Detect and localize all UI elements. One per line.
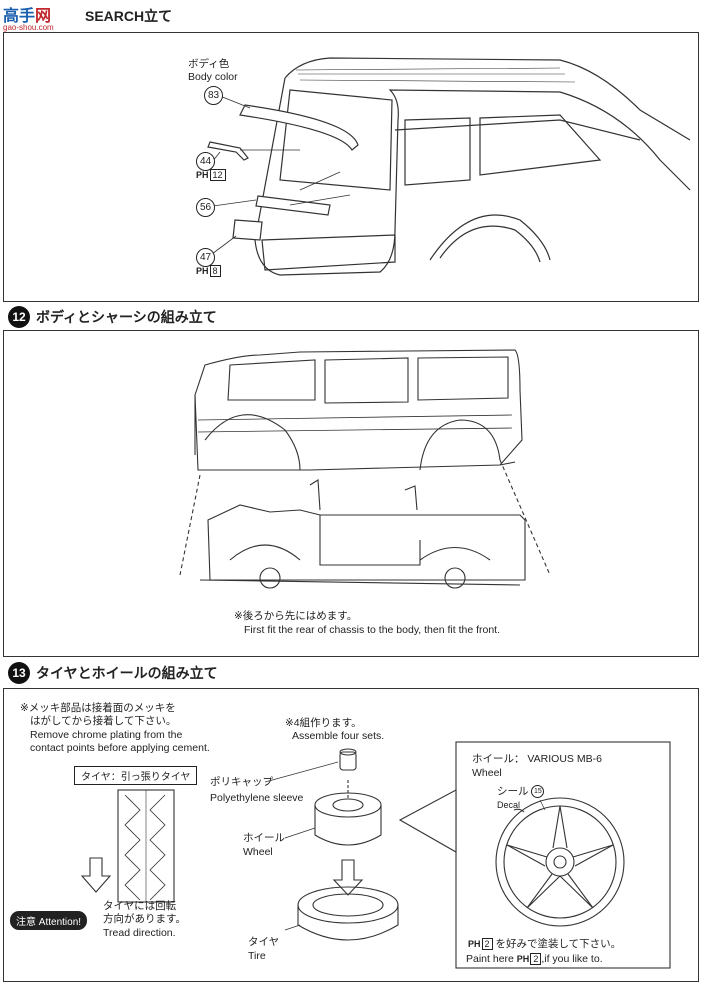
tire-label-jp: タイヤ [248, 936, 280, 948]
step13-number: 13 [8, 662, 30, 684]
panel-body-chassis [3, 330, 699, 657]
watermark-brand: 高手 [3, 8, 36, 25]
body-color-label-jp: ボディ色 [188, 58, 230, 70]
polycap-label-en: Polyethylene sleeve [210, 792, 304, 804]
step12-number: 12 [8, 306, 30, 328]
tire-label-en: Tire [248, 950, 266, 962]
ph-label: PH [196, 170, 209, 180]
sets-note-en: Assemble four sets. [292, 730, 385, 742]
part-47-callout: 47 [196, 248, 215, 267]
detail-wheel-jp: ホイール： [472, 753, 525, 765]
wheel-label-en: Wheel [243, 846, 273, 858]
step12-header: 12 ボディとシャーシの組み立て [8, 306, 217, 328]
chrome-note-en1: Remove chrome plating from the [30, 729, 183, 741]
part-56-callout: 56 [196, 198, 215, 217]
watermark-brand2: 网 [35, 8, 52, 25]
paint-ph-num: 2 [481, 938, 493, 950]
panel-tire-wheel [3, 688, 699, 982]
ph-label: PH [516, 954, 530, 964]
step11-title: SEARCH立て [85, 6, 172, 26]
wheel-label-jp: ホイール [243, 832, 285, 844]
paint-jp-suffix: を好みで塗装して下さい。 [495, 938, 622, 950]
watermark-logo: 高手网 gao-shou.com [3, 2, 54, 32]
chrome-note-jp2: はがしてから接着して下さい。 [30, 715, 177, 727]
paint-ph-num-en: 2 [530, 953, 542, 965]
watermark-url: gao-shou.com [3, 23, 54, 32]
step13-header: 13 タイヤとホイールの組み立て [8, 662, 218, 684]
sets-note-jp: ※4組作ります。 [285, 717, 362, 729]
tread-note-jp1: タイヤには回転 [103, 900, 177, 912]
part-44-callout: 44 [196, 152, 215, 171]
chrome-note-en2: contact points before applying cement. [30, 742, 210, 754]
step12-note-en: First fit the rear of chassis to the bod… [244, 624, 501, 636]
tire-type-label: タイヤ：引っ張りタイヤ [74, 766, 198, 785]
decal-label-en: Decal [497, 800, 521, 810]
paint-en-prefix: Paint here [466, 953, 514, 965]
tread-note-jp2: 方向があります。 [103, 913, 186, 925]
decal-jp: シール [497, 785, 529, 798]
panel-rear-parts [3, 32, 699, 302]
attention-badge: 注意 Attention! [10, 911, 88, 930]
part-47-runner-num: 8 [209, 265, 221, 277]
step12-title: ボディとシャーシの組み立て [36, 309, 217, 325]
part-44-runner-num: 12 [209, 169, 226, 181]
ph-label: PH [196, 266, 209, 276]
decal-label-jp: シール 15 [497, 785, 545, 798]
step13-title: タイヤとホイールの組み立て [36, 665, 218, 681]
detail-wheel-model: VARIOUS MB-6 [527, 753, 602, 765]
detail-wheel-en: Wheel [472, 767, 502, 779]
decal-number-callout: 15 [531, 785, 545, 798]
step11-title-fragment: SEARCH [85, 8, 145, 24]
ph-label: PH [468, 939, 481, 949]
step11-title-suffix: 立て [144, 8, 173, 24]
polycap-label-jp: ポリキャップ [210, 776, 273, 788]
detail-wheel-label: ホイール： VARIOUS MB-6 [472, 753, 602, 766]
part-83-callout: 83 [204, 86, 223, 105]
chrome-note-jp1: ※メッキ部品は接着面のメッキを [20, 702, 176, 714]
step12-note-jp: ※後ろから先にはめます。 [234, 610, 358, 622]
tread-note-en: Tread direction. [103, 927, 176, 939]
paint-en-suffix: ,if you like to. [541, 953, 603, 965]
body-color-label-en: Body color [188, 71, 238, 83]
